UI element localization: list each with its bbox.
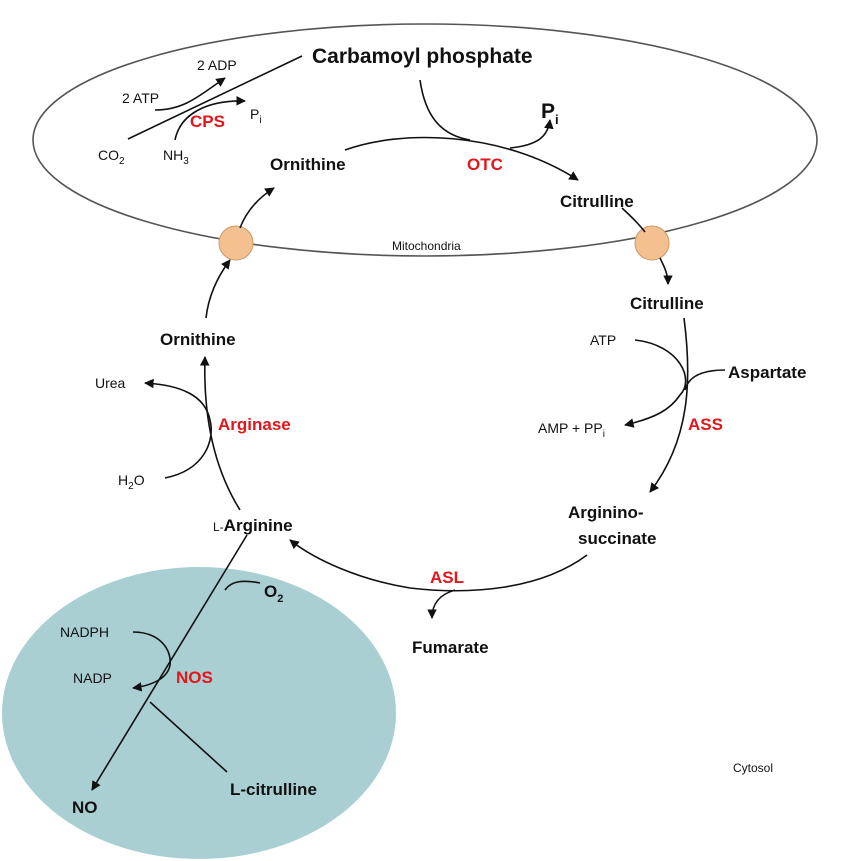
label-nadp: NADP <box>73 670 112 686</box>
label-ornithine-mito: Ornithine <box>270 155 346 174</box>
cps-main-arrow <box>127 55 303 140</box>
citrulline-transporter <box>634 225 670 261</box>
enzyme-asl: ASL <box>430 568 464 587</box>
carbamoyl-to-otc-arrow <box>419 79 471 141</box>
nh3-pi-arrow <box>174 95 246 141</box>
enzyme-cps: CPS <box>190 112 225 131</box>
label-nh3: NH3 <box>163 147 189 167</box>
aspartate-arc <box>684 369 726 391</box>
otc-pi-arrow <box>509 119 554 149</box>
label-co2: CO2 <box>98 147 125 167</box>
atp-adp-arrow <box>154 77 226 111</box>
label-amp-ppi: AMP + PPi <box>538 420 605 440</box>
o2-arc <box>224 580 261 591</box>
label-citrulline-cyto: Citrulline <box>630 294 704 313</box>
label-cytosol: Cytosol <box>733 761 773 775</box>
atp-amp-arc <box>624 339 687 428</box>
citrulline-to-argininosuccinate-arrow <box>649 317 689 493</box>
label-nadph: NADPH <box>60 624 109 640</box>
label-2-adp: 2 ADP <box>197 57 237 73</box>
label-atp: ATP <box>590 332 616 348</box>
asl-main-arrow <box>289 539 588 592</box>
l-citrulline-branch <box>149 701 228 773</box>
label-argininosuccinate-line1: Arginino- <box>568 503 644 522</box>
label-pi-otc: Pi <box>541 100 559 127</box>
otc-main-arrow <box>344 136 579 181</box>
ornithine-import-arrow <box>239 187 275 229</box>
label-carbamoyl-phosphate: Carbamoyl phosphate <box>312 45 533 68</box>
enzyme-arginase: Arginase <box>218 415 291 434</box>
h2o-urea-arc <box>144 378 212 479</box>
ornithine-transporter <box>218 225 254 261</box>
citrulline-export-cyto <box>659 257 673 285</box>
label-argininosuccinate-line2: succinate <box>578 529 656 548</box>
enzyme-otc: OTC <box>467 155 503 174</box>
label-citrulline-mito: Citrulline <box>560 192 634 211</box>
label-fumarate: Fumarate <box>412 638 489 657</box>
label-o2: O2 <box>264 582 283 605</box>
label-pi-cps: Pi <box>250 106 262 126</box>
fumarate-arrow <box>427 589 456 619</box>
label-h2o: H2O <box>118 472 145 492</box>
enzyme-nos: NOS <box>176 668 213 687</box>
label-aspartate: Aspartate <box>728 363 806 382</box>
ornithine-transport-arc <box>205 259 231 319</box>
cytosol-nos-compartment <box>2 567 396 859</box>
label-ornithine-cyto: Ornithine <box>160 330 236 349</box>
label-2-atp: 2 ATP <box>122 90 159 106</box>
nadph-nadp-arc <box>132 631 171 692</box>
mitochondria-membrane <box>32 23 818 257</box>
enzyme-ass: ASS <box>688 415 723 434</box>
arginine-to-ornithine-arrow <box>199 356 241 511</box>
label-l-arginine: L-Arginine <box>213 516 293 535</box>
label-mitochondria: Mitochondria <box>392 239 461 253</box>
citrulline-export-mito <box>621 207 646 233</box>
label-no: NO <box>72 798 98 817</box>
label-urea: Urea <box>95 375 126 391</box>
label-l-citrulline: L-citrulline <box>230 780 317 799</box>
